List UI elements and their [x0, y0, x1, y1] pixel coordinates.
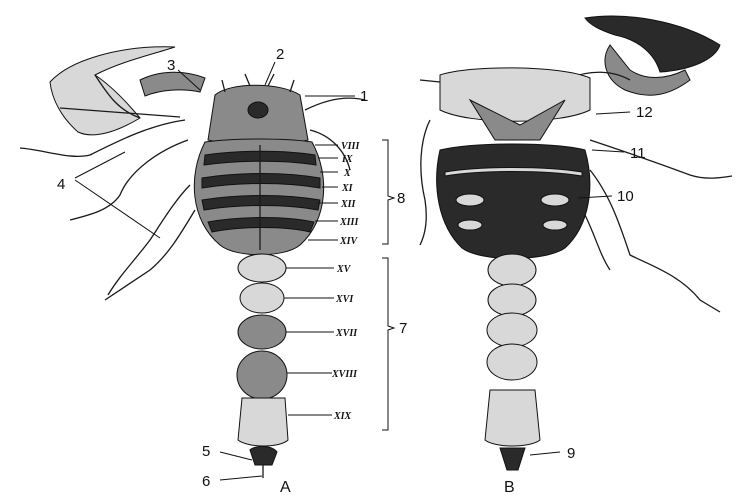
segment-label-xviii: XVIII — [331, 369, 358, 380]
label-8: 8 — [397, 190, 405, 207]
specimen-a-metasoma-segment — [237, 351, 287, 399]
segment-label-xvi: XVI — [335, 294, 354, 305]
specimen-b-ventral — [420, 16, 732, 470]
segment-label-xix: XIX — [333, 411, 352, 422]
segment-label-xvii: XVII — [335, 328, 358, 339]
label-3: 3 — [167, 57, 175, 74]
segment-label-xiv: XIV — [339, 236, 359, 247]
label-10: 10 — [617, 188, 634, 205]
specimen-a-dorsal — [20, 47, 365, 478]
label-7: 7 — [399, 320, 407, 337]
specimen-b-metasoma-segment — [488, 254, 536, 286]
segment-label-xii: XII — [340, 199, 357, 210]
segment-labels: VIII IX X XI XII XIII XIV XV XVI XVII XV… — [331, 141, 360, 422]
label-5: 5 — [202, 443, 210, 460]
specimen-a-metasoma-segment — [238, 315, 286, 349]
segment-label-ix: IX — [341, 154, 353, 165]
panel-label-b: B — [504, 479, 515, 495]
label-9: 9 — [567, 445, 575, 462]
label-2: 2 — [276, 46, 284, 63]
segment-label-xv: XV — [336, 264, 352, 275]
label-1: 1 — [360, 88, 368, 105]
panel-label-a: A — [280, 479, 291, 495]
label-4: 4 — [57, 176, 65, 193]
label-12: 12 — [636, 104, 653, 121]
segment-label-xiii: XIII — [339, 217, 359, 228]
label-11: 11 — [630, 145, 646, 162]
specimen-a-telson-segment — [238, 398, 288, 446]
specimen-a-metasoma-segment — [238, 254, 286, 282]
specimen-b-metasoma-segment — [487, 313, 537, 347]
specimen-b-telson-segment — [485, 390, 540, 446]
specimen-b-metasoma-segment — [487, 344, 537, 380]
panel-labels: A B — [280, 479, 515, 495]
label-6: 6 — [202, 473, 210, 490]
segment-label-x: X — [343, 168, 351, 179]
segment-label-xi: XI — [341, 183, 354, 194]
specimen-b-metasoma-segment — [488, 284, 536, 316]
specimen-b-sternum-region — [440, 68, 590, 121]
segment-label-viii: VIII — [341, 141, 360, 152]
specimen-a-metasoma-segment — [240, 283, 284, 313]
